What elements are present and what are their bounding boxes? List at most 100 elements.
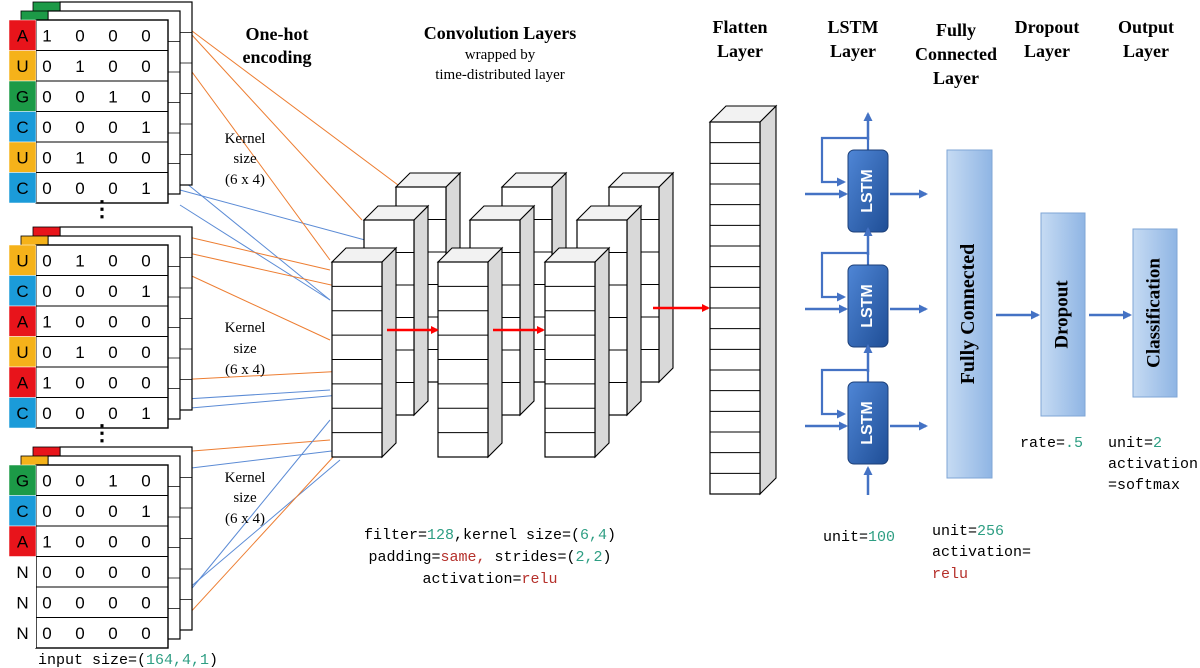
one-hot-value: 1 <box>141 404 150 423</box>
one-hot-value: 0 <box>108 179 117 198</box>
lstm-cell-2: LSTM <box>805 227 928 348</box>
one-hot-value: 0 <box>42 251 51 270</box>
one-hot-value: 0 <box>75 532 84 551</box>
flatten-column <box>708 104 778 496</box>
base-cell-N <box>9 617 36 648</box>
column-side-face <box>658 171 674 384</box>
one-hot-value: 0 <box>75 118 84 137</box>
one-hot-value: 0 <box>108 57 117 76</box>
classification: Classification <box>1132 228 1178 398</box>
one-hot-value: 0 <box>42 148 51 167</box>
lstm-section: LSTM LSTM LSTM <box>805 112 928 495</box>
one-hot-value: 0 <box>108 312 117 331</box>
one-hot-value: 1 <box>75 343 84 362</box>
ellipsis-1: ⋮ <box>91 196 113 221</box>
input-size-label: input size=(164,4,1) <box>38 652 218 668</box>
header-dropout: Dropout Layer <box>1015 17 1080 61</box>
lstm-cell-label: LSTM <box>859 284 876 328</box>
svg-text:time-distributed layer: time-distributed layer <box>435 67 565 83</box>
one-hot-value: 0 <box>75 179 84 198</box>
svg-text:Dropout: Dropout <box>1015 17 1080 37</box>
kernel-connector-line <box>174 449 341 471</box>
header-conv: Convolution Layers wrapped by time-distr… <box>424 23 577 83</box>
base-cell-C <box>8 275 37 307</box>
one-hot-value: 0 <box>75 404 84 423</box>
svg-text:Kernel: Kernel <box>225 131 266 147</box>
svg-text:Layer: Layer <box>830 41 876 61</box>
base-label: N <box>16 593 28 612</box>
one-hot-value: 0 <box>141 312 150 331</box>
svg-text:encoding: encoding <box>242 47 311 67</box>
fc-params-line1: unit=256 <box>932 523 1004 540</box>
kernel-label-1: Kernel size (6 x 4) <box>225 131 266 188</box>
column-side-face <box>413 204 429 417</box>
one-hot-value: 0 <box>108 593 117 612</box>
kernel-connector-line <box>179 189 366 241</box>
one-hot-value: 0 <box>141 593 150 612</box>
one-hot-value: 0 <box>141 563 150 582</box>
svg-text:Layer: Layer <box>1123 41 1169 61</box>
base-label: C <box>16 502 28 521</box>
one-hot-value: 0 <box>75 26 84 45</box>
one-hot-value: 0 <box>108 343 117 362</box>
svg-text:Kernel: Kernel <box>225 320 266 336</box>
one-hot-value: 0 <box>75 624 84 643</box>
one-hot-value: 0 <box>108 118 117 137</box>
svg-text:wrapped by: wrapped by <box>465 47 536 63</box>
base-label: G <box>16 87 29 106</box>
kernel-connector-line <box>179 439 331 453</box>
one-hot-value: 1 <box>42 373 51 392</box>
one-hot-value: 0 <box>108 282 117 301</box>
one-hot-value: 0 <box>108 373 117 392</box>
dropout-box <box>1040 212 1086 417</box>
one-hot-value: 0 <box>141 251 150 270</box>
dropout-params: rate=.5 <box>1020 435 1083 452</box>
lstm-cell-3: LSTM <box>805 344 928 465</box>
lstm-params: unit=100 <box>823 529 895 546</box>
one-hot-value: 1 <box>75 148 84 167</box>
svg-text:Layer: Layer <box>1024 41 1070 61</box>
one-hot-value: 1 <box>42 312 51 331</box>
column-side-face <box>519 204 535 417</box>
one-hot-value: 0 <box>42 118 51 137</box>
one-hot-value: 1 <box>75 251 84 270</box>
one-hot-value: 0 <box>108 148 117 167</box>
kernel-connector-line <box>169 169 331 301</box>
base-cell-C <box>8 111 37 143</box>
kernel-connector-line <box>174 459 341 601</box>
ellipsis-2: ⋮ <box>91 420 113 445</box>
svg-text:Output: Output <box>1118 17 1174 37</box>
base-label: N <box>16 624 28 643</box>
lstm-recurrent-loop <box>820 136 870 187</box>
lstm-cell-1: LSTM <box>805 112 928 233</box>
one-hot-value: 1 <box>42 532 51 551</box>
base-label: A <box>17 312 29 331</box>
one-hot-value: 0 <box>141 373 150 392</box>
kernel-connector-line <box>179 21 363 221</box>
one-hot-value: 0 <box>141 26 150 45</box>
column-side-face <box>759 104 777 496</box>
one-hot-value: 0 <box>75 312 84 331</box>
svg-text:Fully: Fully <box>936 20 976 40</box>
base-label: A <box>17 532 29 551</box>
dropout-label: Dropout <box>1051 280 1072 349</box>
one-hot-value: 0 <box>42 343 51 362</box>
column-side-face <box>487 246 503 459</box>
one-hot-value: 0 <box>42 179 51 198</box>
kernel-connector-line <box>169 41 331 261</box>
one-hot-value: 0 <box>42 404 51 423</box>
base-label: C <box>16 282 28 301</box>
svg-text:size: size <box>233 341 257 357</box>
one-hot-value: 1 <box>108 87 117 106</box>
column-side-face <box>381 246 397 459</box>
conv-params-line2: padding=same, strides=(2,2) <box>368 549 611 566</box>
svg-text:Layer: Layer <box>933 68 979 88</box>
kernel-connector-line <box>167 394 341 411</box>
classification-box <box>1132 228 1178 398</box>
one-hot-value: 0 <box>75 471 84 490</box>
conv-column-front <box>330 246 398 459</box>
